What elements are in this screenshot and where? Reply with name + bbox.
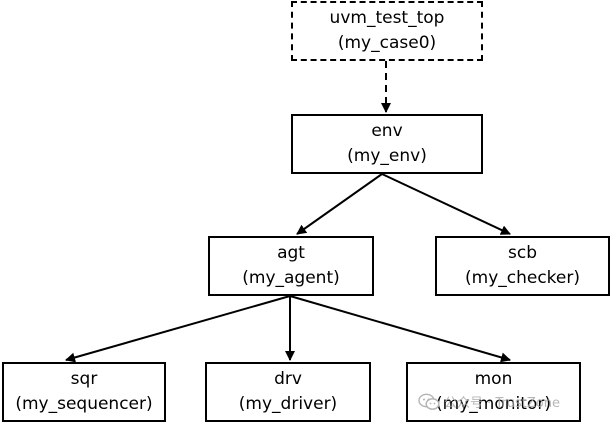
node-drv-type: (my_driver)	[238, 394, 338, 414]
node-scb-type: (my_checker)	[465, 268, 580, 288]
node-mon-name: mon	[474, 369, 513, 389]
node-agt-type: (my_agent)	[242, 268, 340, 288]
node-uvm-test-top-type: (my_case0)	[337, 33, 437, 53]
edge-agt-to-mon	[289, 295, 511, 363]
node-mon-type: (my_monitor)	[436, 394, 551, 414]
watermark-text: 公众号 · TrustZone	[444, 396, 560, 411]
node-sqr: sqr (my_sequencer)	[2, 362, 166, 422]
node-env-name: env	[371, 121, 403, 141]
node-sqr-type: (my_sequencer)	[15, 394, 153, 414]
node-env-type: (my_env)	[347, 146, 427, 166]
node-drv: drv (my_driver)	[205, 362, 371, 422]
node-scb-name: scb	[508, 243, 537, 263]
node-drv-name: drv	[274, 369, 302, 389]
edge-env-to-scb	[381, 173, 511, 235]
edge-env-to-agt	[296, 173, 383, 235]
edge-agt-to-sqr	[65, 295, 291, 363]
wechat-icon	[418, 393, 440, 410]
node-mon: mon (my_monitor)	[406, 362, 581, 422]
node-env: env (my_env)	[291, 114, 483, 174]
node-agt: agt (my_agent)	[208, 236, 374, 296]
node-scb: scb (my_checker)	[435, 236, 610, 296]
watermark: 公众号 · TrustZone	[418, 392, 560, 411]
node-uvm-test-top-name: uvm_test_top	[329, 8, 445, 28]
node-agt-name: agt	[277, 243, 305, 263]
node-uvm-test-top: uvm_test_top (my_case0)	[291, 1, 483, 61]
node-sqr-name: sqr	[70, 369, 98, 389]
